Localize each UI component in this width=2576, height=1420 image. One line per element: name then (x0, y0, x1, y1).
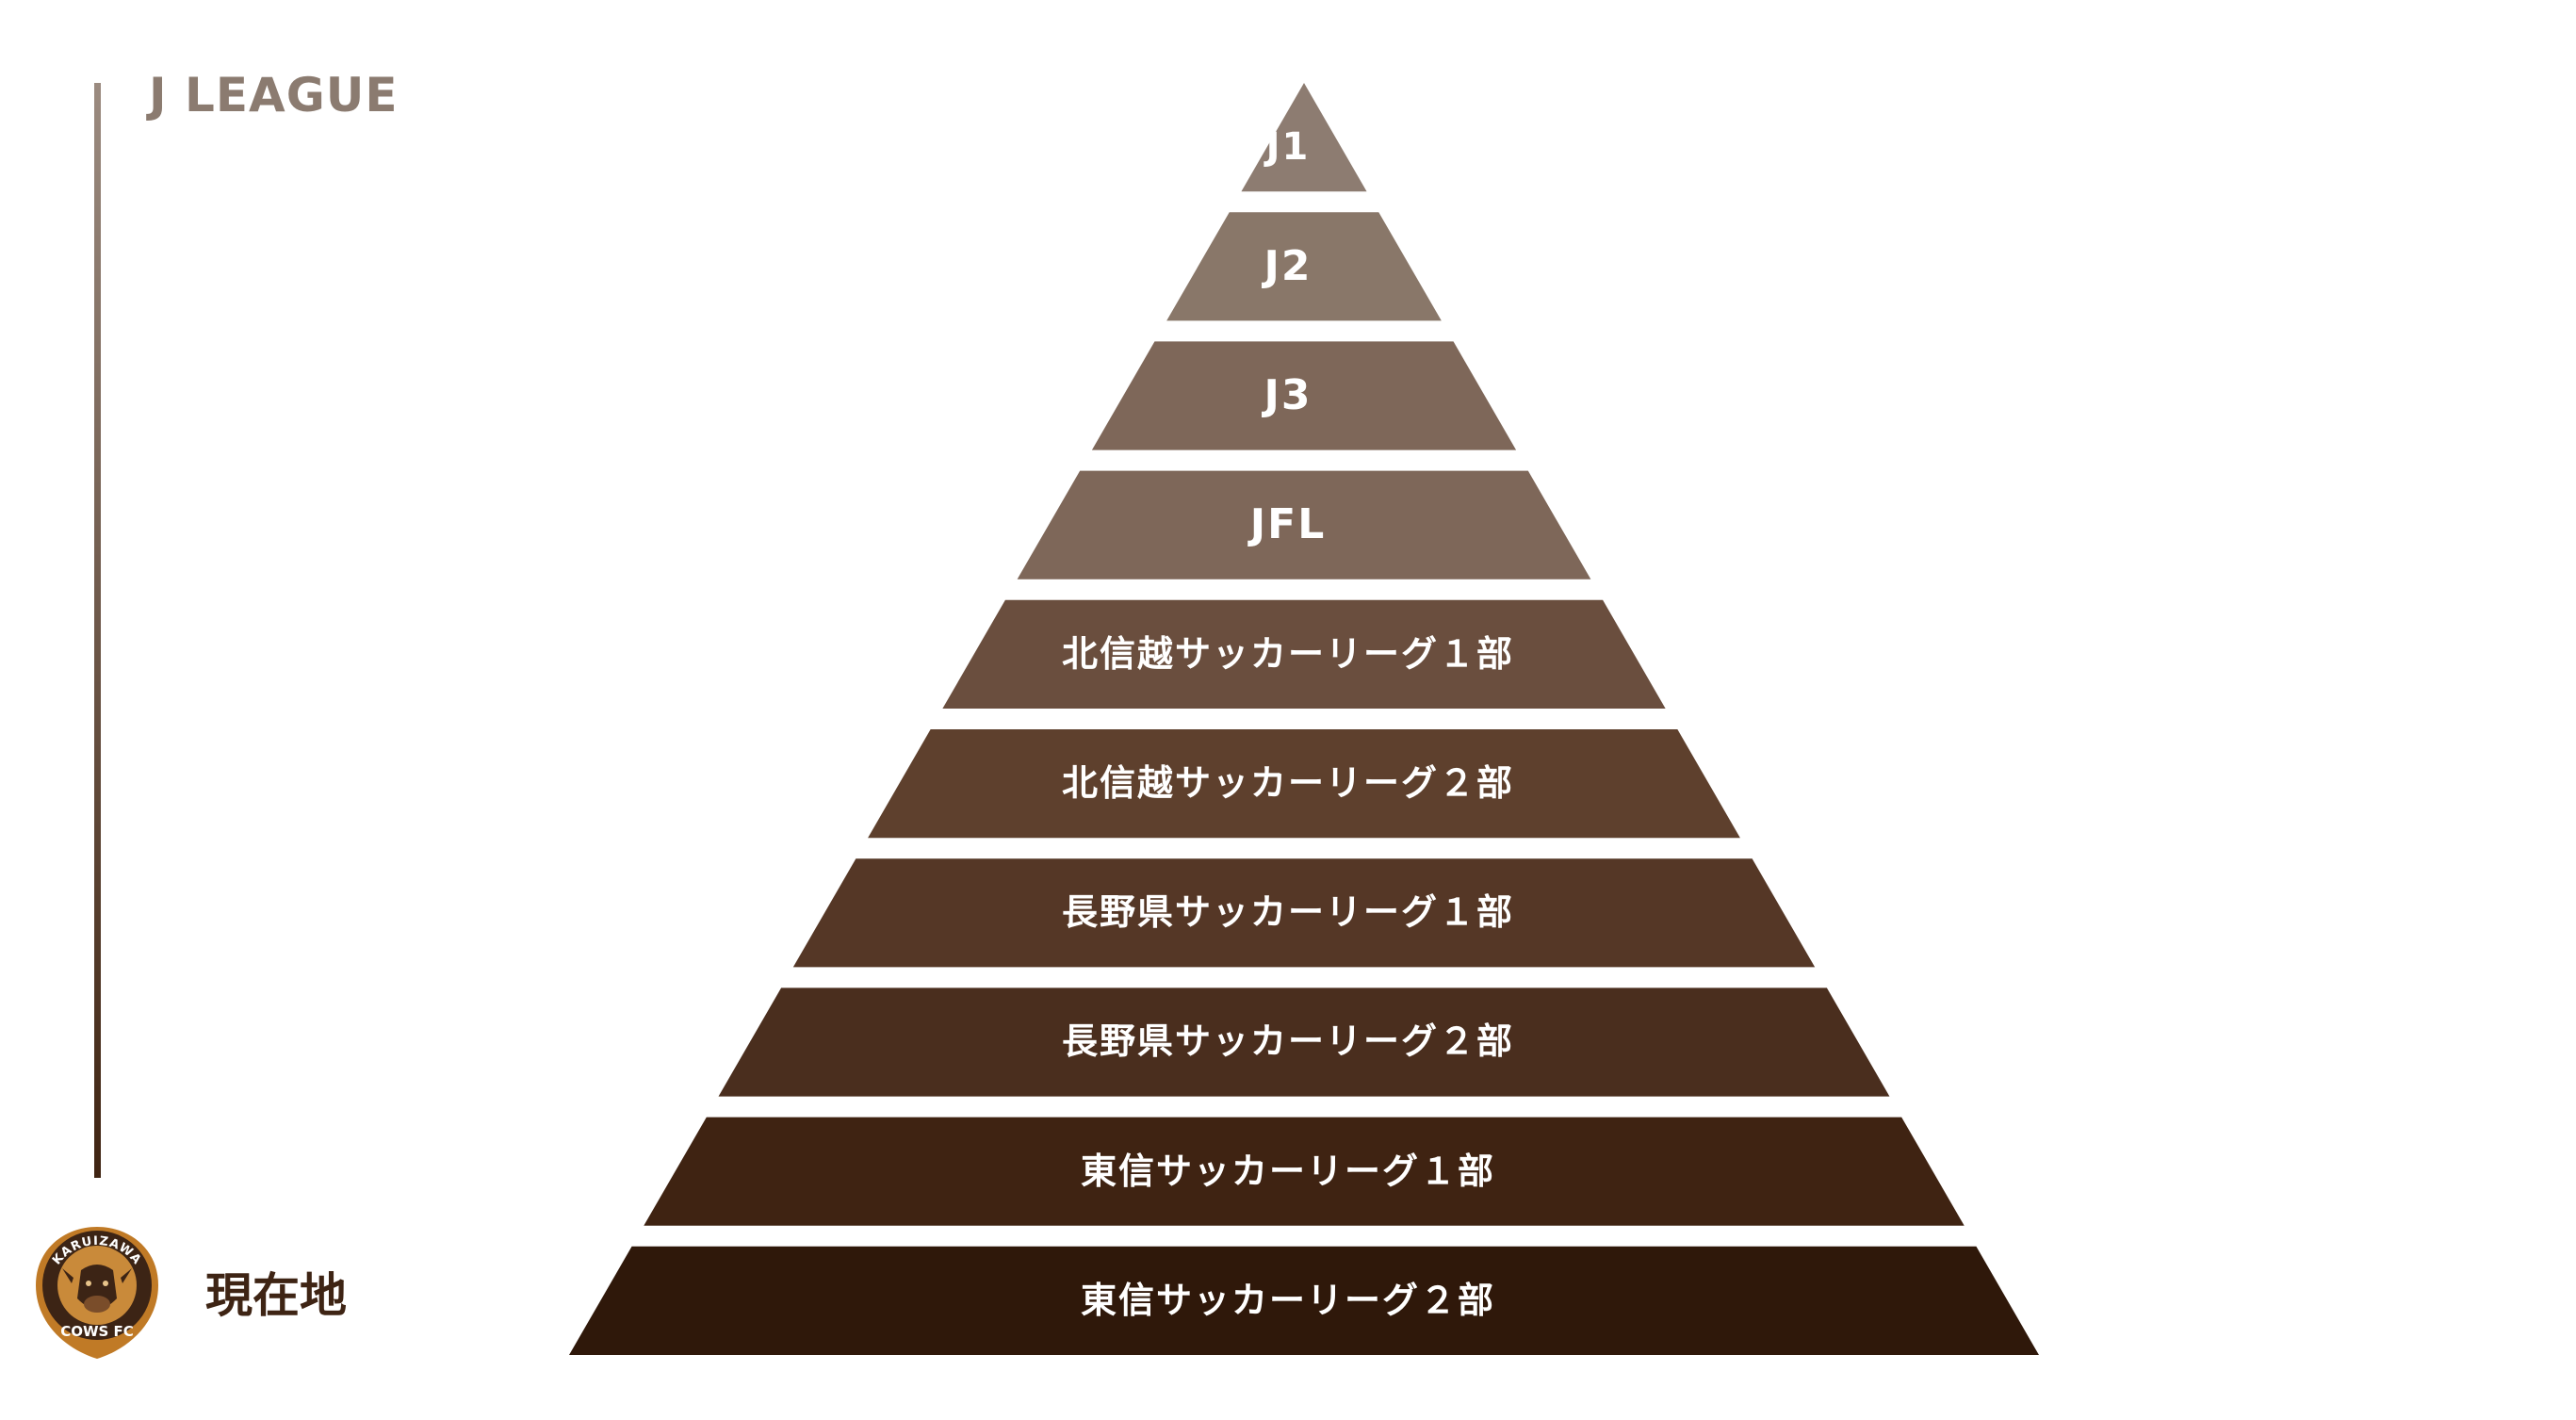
pyramid-tier-label-2: J2 (1264, 241, 1312, 290)
pyramid-tier-3 (1091, 341, 1517, 450)
pyramid-tier-4 (1017, 470, 1591, 579)
pyramid-tier-7 (792, 858, 1816, 968)
cow-icon (62, 1265, 132, 1313)
j-league-progress-line (94, 83, 101, 1178)
pyramid-tier-6 (868, 729, 1740, 839)
pyramid-tier-10 (569, 1246, 2039, 1355)
pyramid-tier-label-7: 長野県サッカーリーグ１部 (1061, 891, 1514, 934)
current-position-label: 現在地 (205, 1268, 347, 1323)
pyramid-tier-label-3: J3 (1264, 370, 1312, 419)
pyramid-tier-label-6: 北信越サッカーリーグ２部 (1061, 762, 1514, 805)
pyramid-tier-label-1: J1 (1265, 125, 1311, 170)
karuizawa-cows-fc-logo: KARUIZAWA COWS FC (36, 1227, 158, 1359)
pyramid-tier-label-8: 長野県サッカーリーグ２部 (1061, 1020, 1514, 1063)
logo-main-text: COWS FC (60, 1323, 134, 1340)
pyramid-tier-label-5: 北信越サッカーリーグ１部 (1061, 632, 1514, 675)
pyramid-tier-8 (718, 987, 1890, 1097)
j-league-title: J LEAGUE (149, 68, 399, 122)
pyramid-tier-label-10: 東信サッカーリーグ２部 (1080, 1279, 1495, 1321)
pyramid-tier-1 (1241, 83, 1367, 192)
pyramid-tier-2 (1166, 212, 1442, 321)
pyramid-tier-label-4: JFL (1249, 499, 1327, 548)
pyramid-tier-9 (644, 1117, 1965, 1226)
pyramid-tier-5 (942, 599, 1666, 709)
pyramid-tier-label-9: 東信サッカーリーグ１部 (1080, 1150, 1495, 1192)
